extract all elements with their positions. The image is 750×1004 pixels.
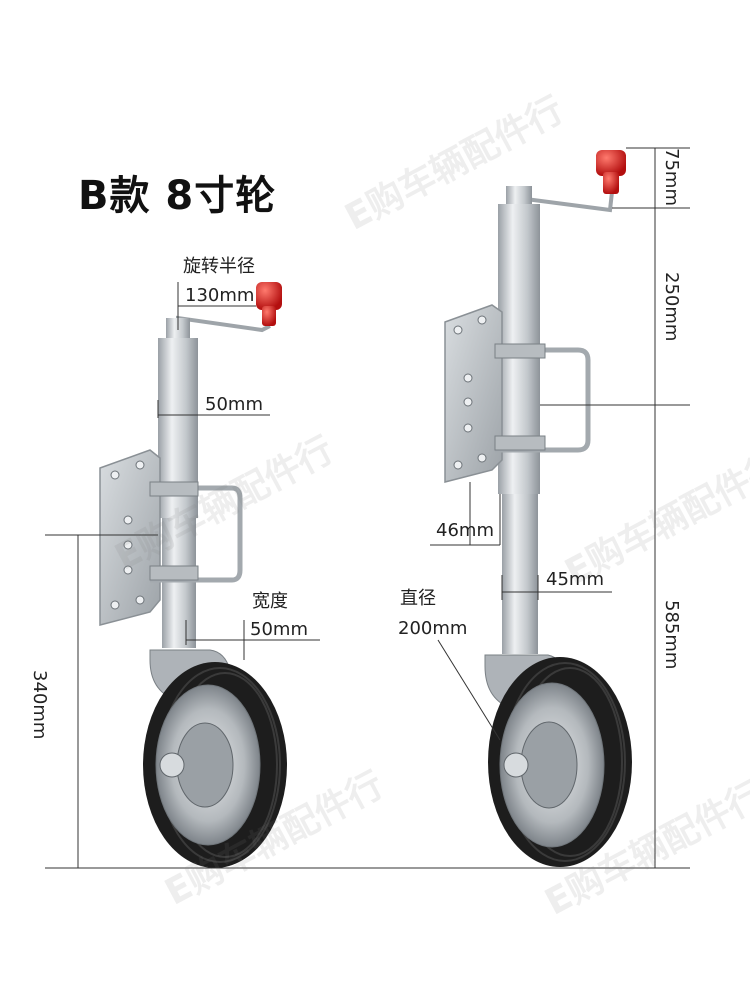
left-clamp [150,485,243,583]
left-red-knob-neck [262,306,276,326]
right-axle-nut [503,752,529,778]
upper-length: 250mm [661,272,682,342]
product-title: B款 8寸轮 [78,173,277,219]
dimension-lines [45,147,690,869]
left-mount-plate [99,449,161,626]
right-jack [444,150,632,867]
wheel-width-value: 50mm [250,619,308,640]
left-crank-handle [176,315,271,333]
left-tube-diameter: 50mm [205,394,263,415]
right-clamp [495,347,591,453]
left-jack [99,282,287,868]
wheel-diameter-value: 200mm [398,618,468,639]
right-inner-tube [502,494,538,654]
wheel-width-label: 宽度 [252,591,288,612]
wheel-diameter-label: 直径 [400,588,436,609]
plate-offset: 46mm [436,520,494,541]
inner-tube-diameter: 45mm [546,569,604,590]
rotation-radius-value: 130mm [185,285,255,306]
left-total-height: 340mm [29,670,50,740]
left-inner-tube [162,518,196,648]
right-mount-plate [444,304,503,483]
right-red-knob [596,150,626,176]
left-axle-nut [159,752,185,778]
handle-height: 75mm [661,148,682,206]
left-red-knob [256,282,282,310]
rotation-radius-label: 旋转半径 [183,256,255,277]
lower-length: 585mm [661,600,682,670]
